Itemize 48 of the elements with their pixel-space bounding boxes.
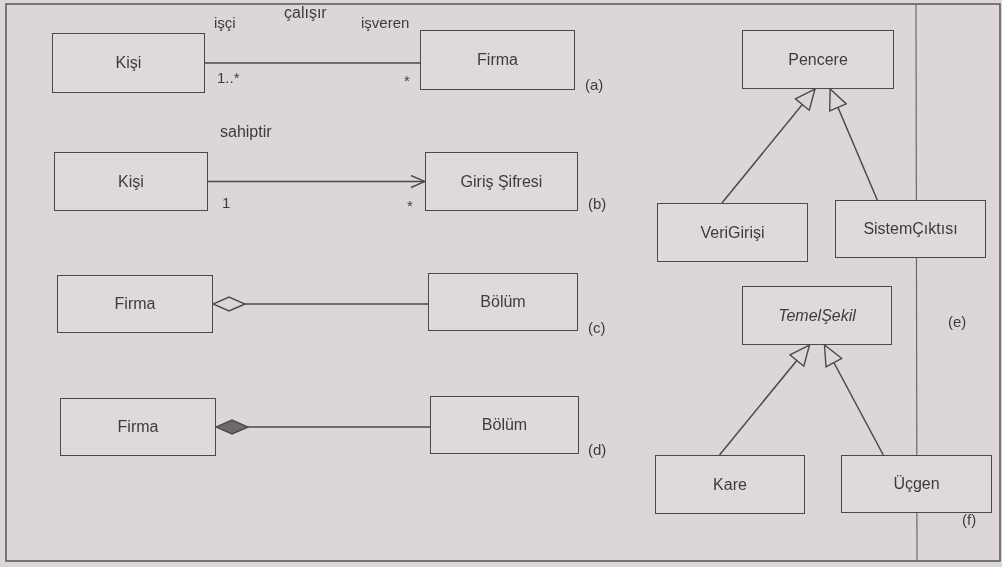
class-box <box>742 286 892 345</box>
class-name: Bölüm <box>480 293 526 311</box>
class-name: Kişi <box>115 54 142 72</box>
class-box <box>420 30 575 90</box>
class-name: SistemÇıktısı <box>863 220 958 238</box>
class-box <box>742 30 894 89</box>
panel-label: (e) <box>948 314 967 329</box>
class-name: Kişi <box>118 172 144 191</box>
class-name: Bölüm <box>481 416 528 434</box>
edge-label: sahiptir <box>218 124 274 140</box>
panel-label: (c) <box>588 320 606 335</box>
class-name: Pencere <box>788 50 848 69</box>
class-box <box>657 203 808 262</box>
class-box <box>52 33 205 93</box>
panel-label: (d) <box>588 442 607 457</box>
class-name: Firma <box>114 295 156 313</box>
class-box <box>428 273 578 331</box>
class-box <box>54 152 208 211</box>
class-box <box>841 455 992 513</box>
multiplicity: 1 <box>222 195 231 210</box>
aggregation-line <box>215 419 431 435</box>
class-box <box>430 396 579 454</box>
arrow <box>823 344 885 456</box>
class-name: Firma <box>117 418 159 436</box>
multiplicity: 1..* <box>217 70 240 85</box>
class-name: Giriş Şifresi <box>460 172 543 191</box>
class-name: VeriGirişi <box>700 223 765 242</box>
class-box <box>655 455 805 514</box>
multiplicity: * <box>407 198 413 213</box>
arrow <box>829 88 879 201</box>
aggregation-line <box>212 296 429 312</box>
panel-label: (a) <box>585 77 604 92</box>
edge-label: çalışır <box>282 5 329 21</box>
arrow <box>721 88 816 204</box>
class-name: Üçgen <box>893 475 940 493</box>
arrow <box>718 344 811 456</box>
class-box <box>57 275 213 333</box>
class-box <box>425 152 578 211</box>
class-box <box>60 398 216 456</box>
class-name: TemelŞekil <box>778 306 856 325</box>
class-name: Kare <box>713 475 747 494</box>
class-box <box>835 200 986 258</box>
class-name: Firma <box>477 51 518 69</box>
role-name: işçi <box>214 15 236 30</box>
association-line <box>204 62 421 64</box>
role-name: işveren <box>361 15 410 30</box>
multiplicity: * <box>404 73 410 88</box>
arrow <box>207 174 426 189</box>
